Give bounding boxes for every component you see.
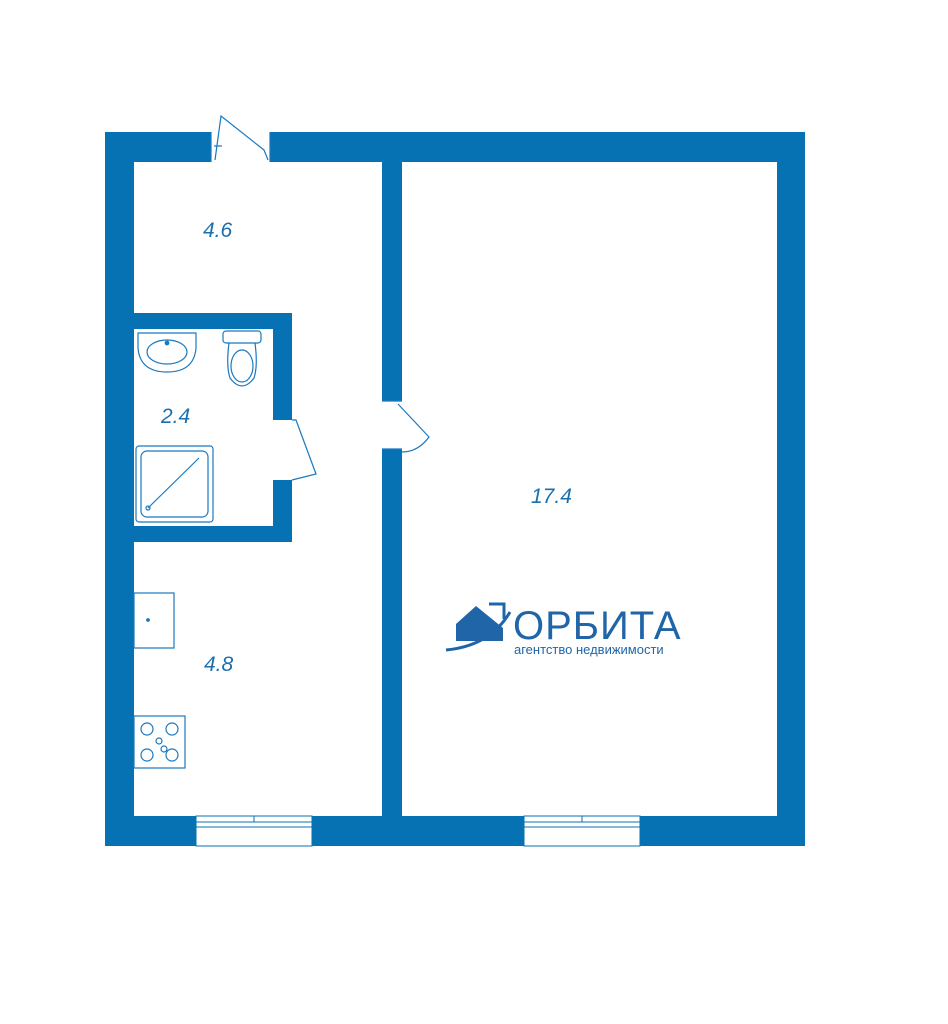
entrance-door [210, 114, 271, 162]
brand-tagline: агентство недвижимости [514, 642, 664, 657]
sink-icon [137, 332, 197, 373]
kitchen-area-label: 4.8 [204, 653, 234, 676]
shower-tray-icon [135, 445, 214, 523]
living-room-window [523, 815, 641, 847]
kitchen-window [195, 815, 313, 847]
doors [210, 114, 430, 481]
living-room-door [382, 400, 430, 453]
fixtures [133, 330, 262, 769]
windows [195, 815, 641, 847]
hall-area-label: 4.6 [203, 219, 233, 242]
living-room-area-label: 17.4 [531, 485, 572, 508]
walls [105, 132, 805, 846]
bathroom-door [291, 419, 317, 481]
house-orbit-icon [445, 602, 512, 652]
brand-name: ОРБИТА [513, 604, 682, 648]
stove-icon [133, 715, 186, 769]
toilet-icon [222, 330, 262, 387]
kitchen-sink-icon [133, 592, 175, 649]
agency-logo: ОРБИТА агентство недвижимости [445, 602, 682, 657]
bathroom-area-label: 2.4 [160, 405, 190, 428]
